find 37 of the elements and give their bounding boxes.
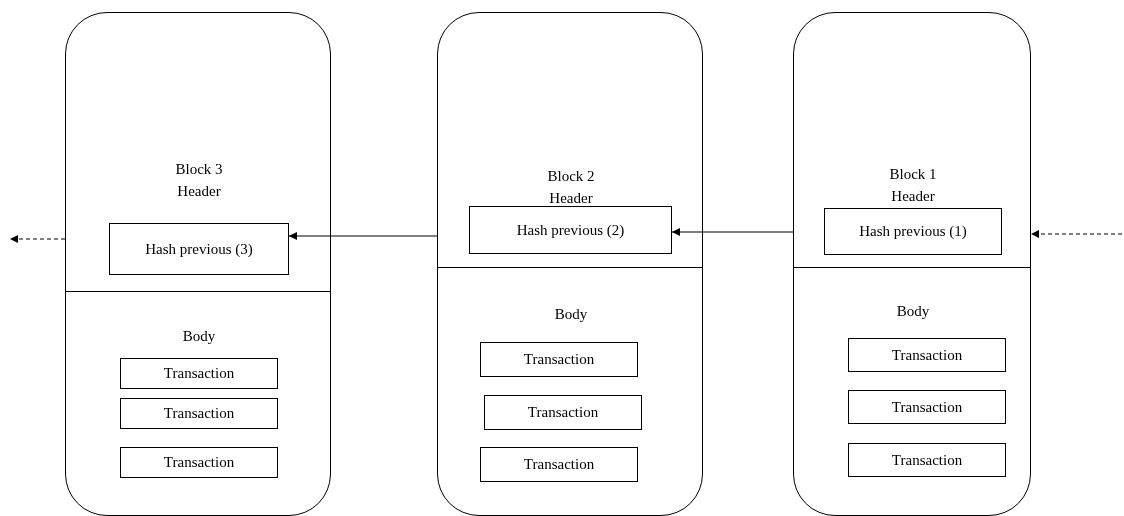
arrow [1030,230,1123,238]
arrow [671,228,794,236]
arrow [288,232,438,240]
box-label: Transaction [163,365,235,382]
body-heading: Body [553,305,589,324]
field-box [120,358,278,389]
block-card [793,12,1031,516]
field-box [469,206,672,254]
box-label: Transaction [891,346,963,364]
box-label: Transaction [891,451,963,469]
field-box [848,338,1006,372]
field-box [109,223,289,275]
block-header: Block 2 Header [546,167,596,208]
box-label: Transaction [163,405,235,422]
block-header: Block 1 Header [888,165,938,206]
box-label: Hash previous (2) [516,221,625,239]
field-box [484,395,642,430]
box-label: Transaction [163,454,235,471]
block-card [437,12,703,516]
box-label: Transaction [523,351,595,368]
box-label: Transaction [891,398,963,416]
field-box [848,443,1006,477]
block-card [65,12,331,516]
field-box [480,447,638,482]
field-box [824,208,1002,255]
arrow [9,235,66,243]
box-label: Hash previous (3) [145,240,253,258]
box-label: Transaction [523,456,595,473]
field-box [480,342,638,377]
box-label: Transaction [527,404,599,421]
box-label: Hash previous (1) [859,223,967,240]
field-box [120,447,278,478]
block-header: Block 3 Header [174,160,224,201]
field-box [120,398,278,429]
field-box [848,390,1006,424]
body-heading: Body [895,302,931,321]
body-heading: Body [181,327,217,346]
